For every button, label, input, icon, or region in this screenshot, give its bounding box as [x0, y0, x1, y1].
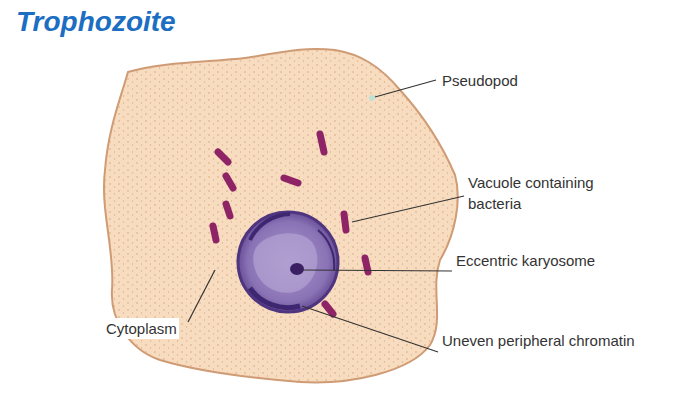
part-label: Vacuole containing bacteria [466, 172, 640, 214]
part-label: Pseudopod [440, 70, 520, 91]
karyosome [290, 263, 304, 275]
part-label: Eccentric karyosome [454, 250, 618, 271]
pseudopod-mark [369, 95, 375, 101]
bacteria [213, 134, 368, 314]
cell-body [104, 49, 458, 383]
part-label: Cytoplasm [104, 318, 179, 339]
leader-lines [188, 80, 464, 352]
nucleus [238, 212, 338, 312]
title: Trophozoite [16, 6, 176, 38]
part-label: Uneven peripheral chromatin [440, 330, 644, 351]
